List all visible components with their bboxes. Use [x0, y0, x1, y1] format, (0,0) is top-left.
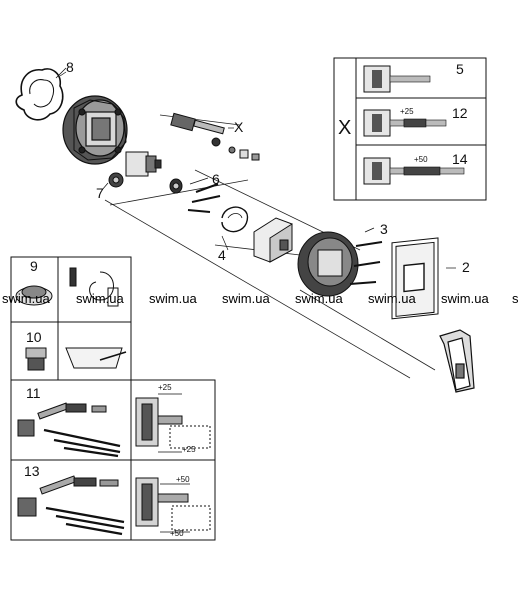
callout-2: 2 [462, 259, 470, 275]
watermark-text: swim.ua [295, 291, 343, 306]
thermostatic-bath-icon [69, 267, 119, 307]
dim-plus-50-top: +50 [176, 475, 190, 484]
accessory-table [10, 256, 216, 541]
clip-part [221, 206, 249, 233]
gasket-ring-part [15, 67, 67, 121]
dim-plus-25-bottom: +25 [182, 445, 196, 454]
callout-14: 14 [452, 151, 468, 167]
watermark-row: swim.ua swim.ua swim.ua swim.ua swim.ua … [2, 291, 518, 306]
watermark-text: swim.ua [2, 291, 50, 306]
extension-kit-25-part [17, 402, 121, 458]
lever-handle-part [439, 329, 475, 393]
valve-body-part [62, 95, 128, 165]
watermark-text: swim.ua [76, 291, 124, 306]
extension-25-detail [135, 393, 211, 453]
shaft-assembly-part [170, 112, 260, 161]
sleeve-part [253, 217, 293, 263]
seal-kit-part [15, 285, 53, 306]
callout-6: 6 [212, 171, 220, 187]
dim-plus-50-inset: +50 [414, 155, 428, 164]
callout-x: X [234, 119, 244, 135]
callout-12: 12 [452, 105, 468, 121]
callout-13: 13 [24, 463, 40, 479]
nut-part [108, 172, 124, 188]
adapter-part [25, 347, 47, 371]
extension-50-detail [135, 477, 211, 533]
callout-10: 10 [26, 329, 42, 345]
watermark-text: s [512, 291, 518, 306]
dim-plus-25-top: +25 [158, 383, 172, 392]
dim-plus-50-bottom: +50 [170, 529, 184, 538]
callout-3: 3 [380, 221, 388, 237]
callout-8: 8 [66, 59, 74, 75]
callout-11: 11 [26, 385, 41, 401]
screws-part [169, 178, 221, 213]
callout-4: 4 [218, 247, 226, 263]
watermark-text: swim.ua [222, 291, 270, 306]
callout-leaders [59, 71, 456, 269]
wall-plate-part [391, 237, 439, 320]
watermark-text: swim.ua [149, 291, 197, 306]
watermark-text: swim.ua [368, 291, 416, 306]
dim-plus-25-inset: +25 [400, 107, 414, 116]
callout-7: 7 [96, 185, 104, 201]
extension-box-label: X [338, 117, 351, 139]
bathtub-icon [65, 347, 127, 369]
cartridge-part [125, 151, 162, 177]
mounting-plate-part [297, 231, 383, 297]
callout-5: 5 [456, 61, 464, 77]
extension-kit-50-part [17, 475, 125, 536]
watermark-text: swim.ua [441, 291, 489, 306]
extension-options-box [333, 57, 487, 201]
callout-9: 9 [30, 258, 38, 274]
